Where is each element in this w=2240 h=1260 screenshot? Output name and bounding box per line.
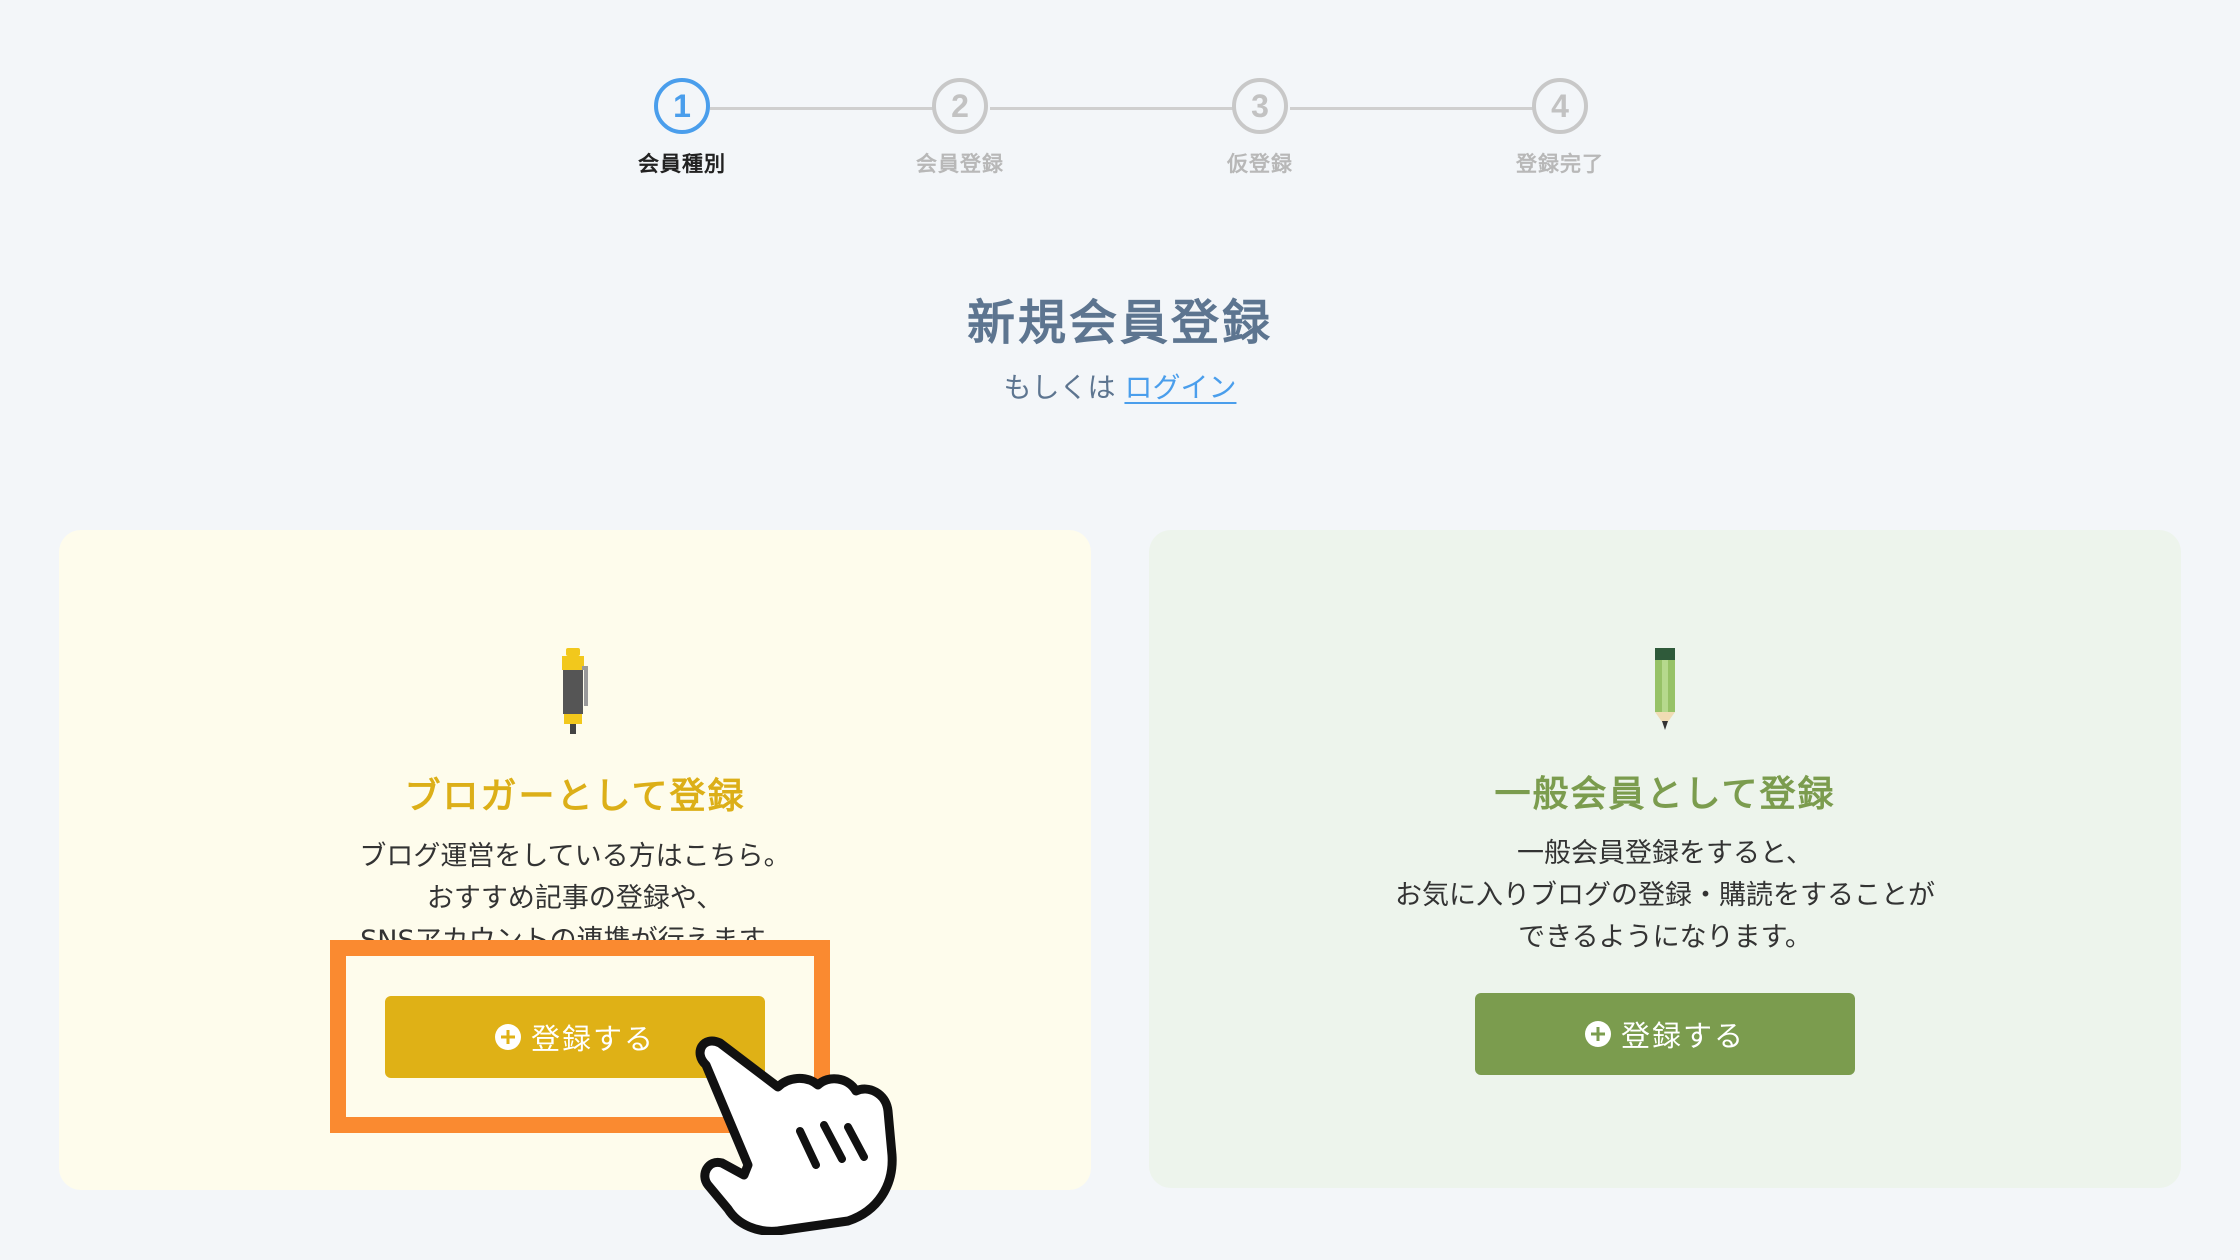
description-line: 一般会員登録をすると、 [1517,838,1813,869]
step-number-circle: 3 [1232,78,1288,134]
button-label: 登録する [1620,1019,1745,1053]
login-prefix-text: もしくは [1003,371,1116,404]
step-number-circle: 4 [1532,78,1588,134]
step-2: 2 会員登録 [860,78,1060,178]
description-line: お気に入りブログの登録・購読をすることが [1395,880,1935,911]
step-number-circle: 2 [932,78,988,134]
card-description: ブログ運営をしている方はこちら。 おすすめ記事の登録や、 SNSアカウントの連携… [59,836,1091,942]
step-number-circle: 1 [654,78,710,134]
description-line: できるようになります。 [1518,922,1812,953]
step-4: 4 登録完了 [1460,78,1660,178]
member-register-button[interactable]: 登録する [1475,993,1855,1075]
stepper-connector [1290,107,1560,110]
pencil-icon [1653,648,1677,734]
stepper-connector [710,107,960,110]
step-label: 仮登録 [1227,152,1293,176]
page-title: 新規会員登録 [966,295,1273,351]
login-link[interactable]: ログイン [1124,371,1237,404]
progress-stepper: 1 会員種別 2 会員登録 3 仮登録 4 登録完了 [0,0,2240,200]
step-label: 会員種別 [638,152,726,176]
highlight-box [330,940,830,1133]
description-line: SNSアカウントの連携が行えます。 [360,925,790,942]
card-title: ブロガーとして登録 [404,776,746,817]
step-label: 登録完了 [1516,152,1604,176]
card-title: 一般会員として登録 [1494,774,1836,815]
step-label: 会員登録 [916,152,1004,176]
plus-circle-icon [1584,1021,1611,1047]
button-label: 登録する [530,1022,655,1056]
stepper-connector [990,107,1260,110]
card-description: 一般会員登録をすると、 お気に入りブログの登録・購読をすることが できるようにな… [1149,833,2181,963]
description-line: ブログ運営をしている方はこちら。 [359,841,791,872]
pen-icon [558,648,592,738]
login-prompt: もしくは ログイン [0,366,2240,406]
step-1: 1 会員種別 [582,78,782,178]
blogger-registration-card: ブロガーとして登録 ブログ運営をしている方はこちら。 おすすめ記事の登録や、 S… [59,530,1091,1190]
plus-circle-icon [494,1024,521,1050]
member-registration-card: 一般会員として登録 一般会員登録をすると、 お気に入りブログの登録・購読をするこ… [1149,530,2181,1188]
hand-pointer-icon [688,1035,898,1239]
description-line: おすすめ記事の登録や、 [426,883,724,914]
step-3: 3 仮登録 [1160,78,1360,178]
